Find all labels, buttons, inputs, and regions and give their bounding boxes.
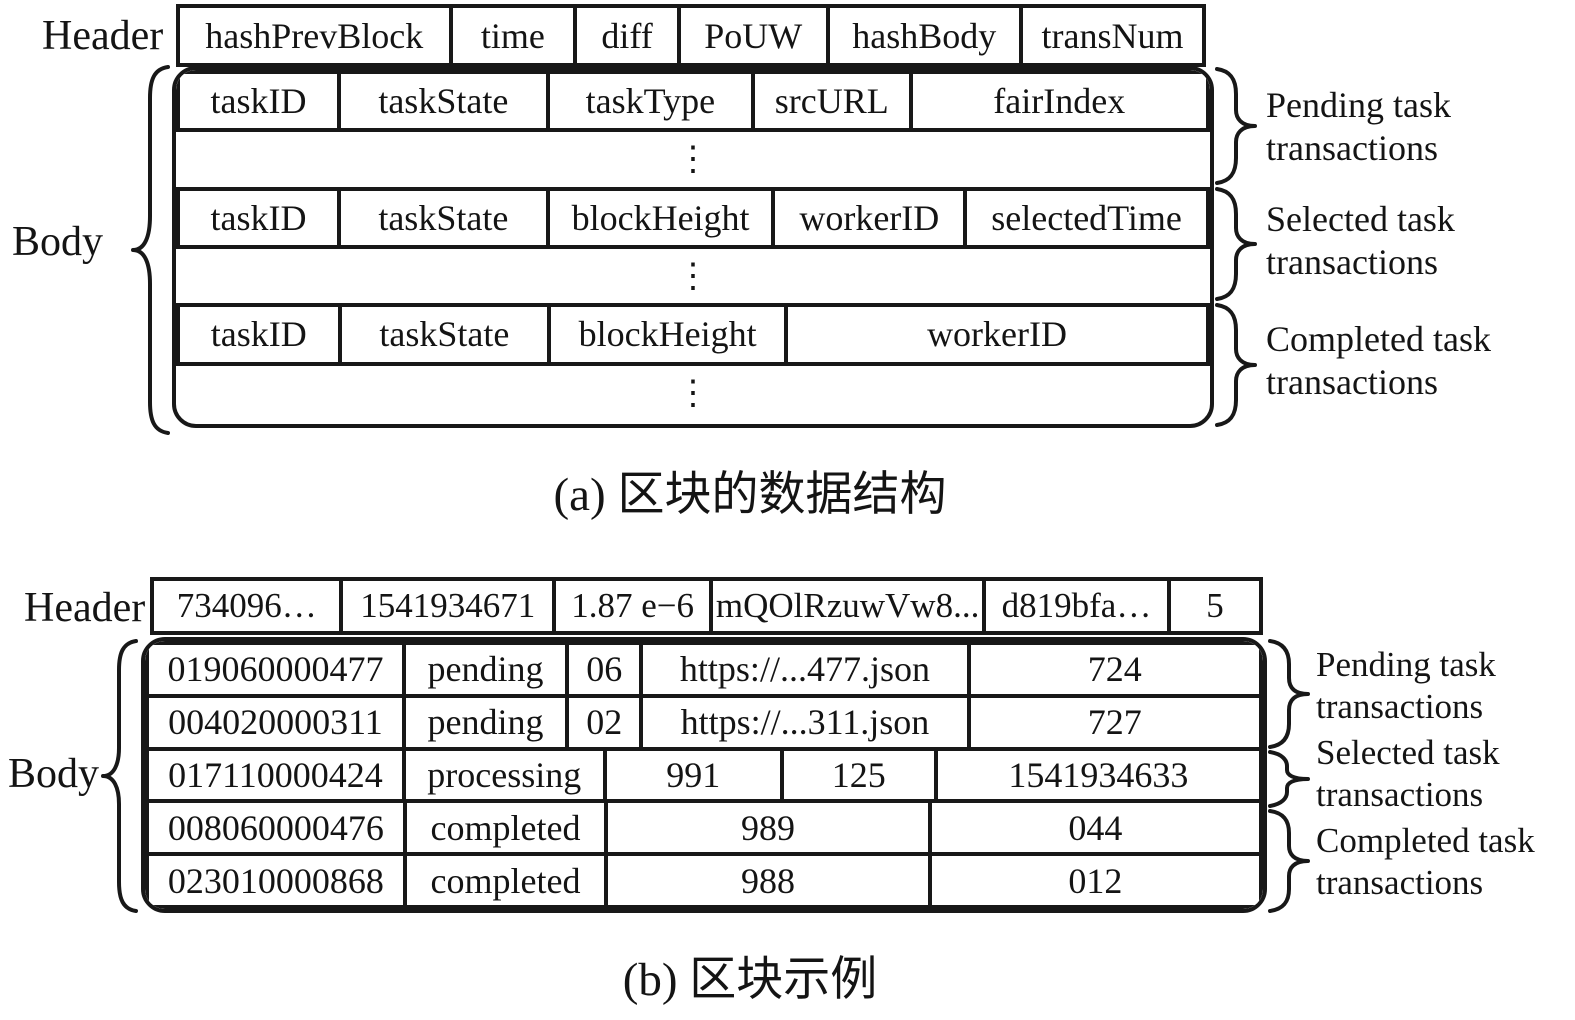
a-header-cell: hashBody [825,4,1023,67]
a-header-cell: PoUW [676,4,830,67]
a-field-cell: taskID [176,70,341,133]
b-completed-row: 008060000476 completed 989 044 [145,799,1263,857]
b-value-cell: https://...311.json [639,693,971,751]
a-field-cell: srcURL [751,70,913,133]
a-selected-brace-icon [1215,187,1257,301]
b-selected-brace-label: Selected task transactions [1316,733,1500,814]
b-value-cell: processing [401,746,607,804]
a-field-cell: blockHeight [547,303,789,366]
ellipsis: ⋮ [676,258,710,296]
b-completed-row: 023010000868 completed 988 012 [145,852,1263,909]
b-value-cell: 008060000476 [145,799,407,857]
b-value-cell: 019060000477 [145,641,406,698]
b-value-cell: 988 [604,852,932,909]
a-header-cell: transNum [1018,4,1206,67]
section-b-body-label: Body [8,751,100,797]
a-completed-brace-icon [1215,303,1257,427]
b-value-cell: 991 [602,746,784,804]
b-header-cell: d819bfa… [982,577,1171,635]
a-field-cell: taskID [176,303,342,366]
a-completed-brace-label: Completed task transactions [1266,319,1491,403]
a-field-cell: taskState [336,186,550,249]
a-field-cell: workerID [784,303,1210,366]
section-a-body-label: Body [12,219,104,265]
b-value-cell: 017110000424 [145,746,406,804]
b-pending-row: 019060000477 pending 06 https://...477.j… [145,641,1263,698]
b-header-cell: 1.87 e−6 [552,577,714,635]
b-pending-brace-label: Pending task transactions [1316,645,1496,726]
caption-b: (b) 区块示例 [622,954,878,1006]
ellipsis: ⋮ [676,141,710,179]
section-a-header-row: hashPrevBlock time diff PoUW hashBody tr… [176,4,1206,67]
a-header-cell: diff [573,4,681,67]
section-b-body-box: 019060000477 pending 06 https://...477.j… [141,637,1267,913]
b-selected-brace-icon [1268,750,1310,808]
a-header-cell: time [448,4,578,67]
a-pending-brace-label: Pending task transactions [1266,85,1451,169]
a-pending-brace-icon [1215,67,1257,185]
b-value-cell: 023010000868 [145,852,407,909]
b-header-cell: 1541934671 [339,577,557,635]
a-field-cell: selectedTime [963,186,1210,249]
b-completed-brace-icon [1268,809,1310,913]
b-value-cell: 044 [927,799,1263,857]
b-value-cell: 727 [966,693,1263,751]
b-header-cell: mQOlRzuwVw8... [709,577,987,635]
a-body-left-brace-icon [131,65,170,435]
b-value-cell: 989 [604,799,932,857]
a-completed-fields-row: taskID taskState blockHeight workerID [176,303,1210,366]
a-field-cell: blockHeight [545,186,776,249]
b-value-cell: completed [402,852,609,909]
section-b-header-row: 734096… 1541934671 1.87 e−6 mQOlRzuwVw8.… [150,577,1263,635]
b-selected-row: 017110000424 processing 991 125 15419346… [145,746,1263,804]
b-pending-row: 004020000311 pending 02 https://...311.j… [145,693,1263,751]
b-completed-brace-label: Completed task transactions [1316,821,1535,902]
a-field-cell: fairIndex [908,70,1210,133]
caption-a: (a) 区块的数据结构 [553,469,947,521]
b-value-cell: 02 [565,693,644,751]
b-header-cell: 5 [1166,577,1263,635]
b-header-cell: 734096… [150,577,344,635]
b-value-cell: 724 [966,641,1263,698]
b-body-left-brace-icon [101,639,138,913]
section-a-body-box: taskID taskState taskType srcURL fairInd… [172,66,1214,428]
b-value-cell: completed [402,799,609,857]
a-ellipsis-row: ⋮ [176,245,1210,307]
b-value-cell: 06 [565,641,644,698]
b-value-cell: https://...477.json [639,641,971,698]
a-ellipsis-row: ⋮ [176,128,1210,190]
a-field-cell: taskState [336,70,550,133]
b-value-cell: pending [401,693,570,751]
b-pending-brace-icon [1268,639,1310,749]
a-field-cell: taskState [337,303,552,366]
ellipsis: ⋮ [676,374,710,412]
b-value-cell: 1541934633 [933,746,1263,804]
a-selected-fields-row: taskID taskState blockHeight workerID se… [176,186,1210,249]
a-selected-brace-label: Selected task transactions [1266,199,1455,283]
a-pending-fields-row: taskID taskState taskType srcURL fairInd… [176,70,1210,133]
a-ellipsis-row: ⋮ [176,362,1210,424]
a-field-cell: taskType [545,70,755,133]
b-value-cell: pending [401,641,570,698]
section-a-header-label: Header [42,13,164,59]
a-field-cell: workerID [771,186,968,249]
a-header-cell: hashPrevBlock [176,4,453,67]
b-value-cell: 125 [779,746,938,804]
section-b-header-label: Header [24,585,146,631]
a-field-cell: taskID [176,186,341,249]
b-value-cell: 004020000311 [145,693,406,751]
b-value-cell: 012 [927,852,1263,909]
